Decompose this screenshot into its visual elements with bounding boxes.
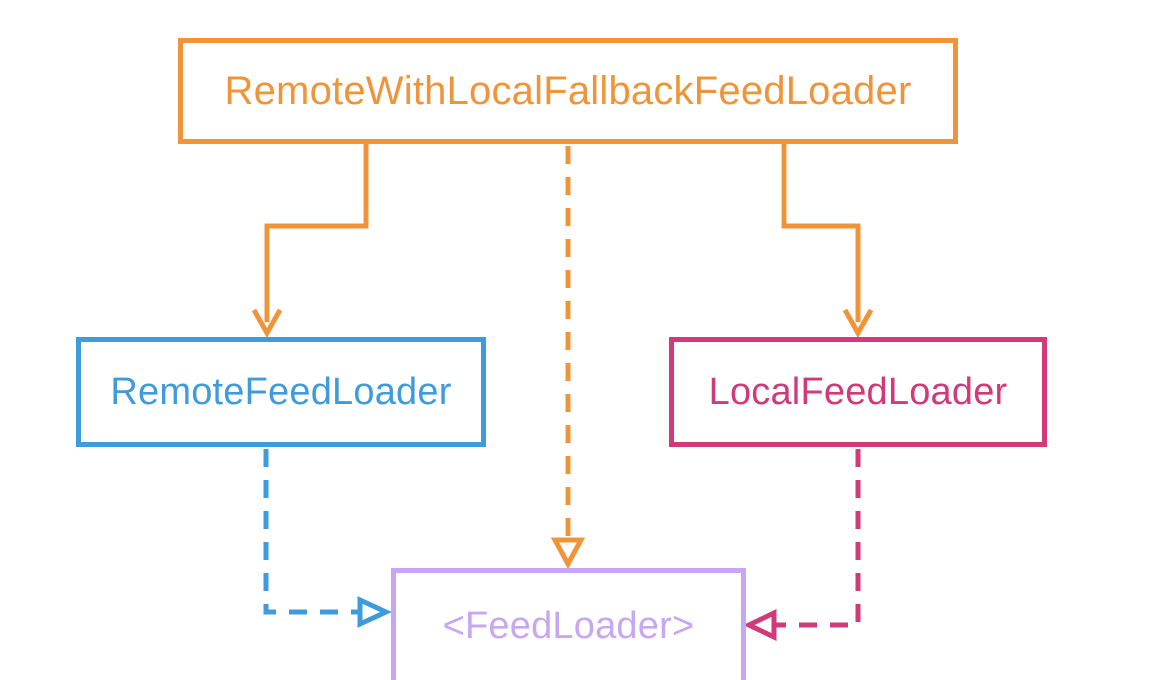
node-remote-with-local-fallback-feed-loader[interactable]: RemoteWithLocalFallbackFeedLoader	[178, 38, 958, 144]
triangle-head-fallback	[550, 537, 586, 570]
node-feed-loader-protocol[interactable]: <FeedLoader>	[391, 568, 746, 680]
triangle-head-local	[743, 609, 777, 641]
node-label: LocalFeedLoader	[708, 370, 1008, 413]
node-label: RemoteWithLocalFallbackFeedLoader	[224, 68, 912, 113]
edge-remote-to-protocol	[263, 449, 358, 615]
edge-local-to-protocol	[776, 449, 861, 628]
arrowhead-local	[842, 308, 874, 339]
node-remote-feed-loader[interactable]: RemoteFeedLoader	[76, 337, 486, 447]
node-local-feed-loader[interactable]: LocalFeedLoader	[669, 337, 1047, 447]
edge-fallback-to-local	[781, 144, 861, 322]
triangle-head-remote	[357, 596, 392, 628]
edge-fallback-to-remote	[264, 144, 369, 322]
arrowhead-remote	[251, 308, 283, 339]
node-label: <FeedLoader>	[442, 605, 695, 647]
node-label: RemoteFeedLoader	[110, 370, 452, 413]
